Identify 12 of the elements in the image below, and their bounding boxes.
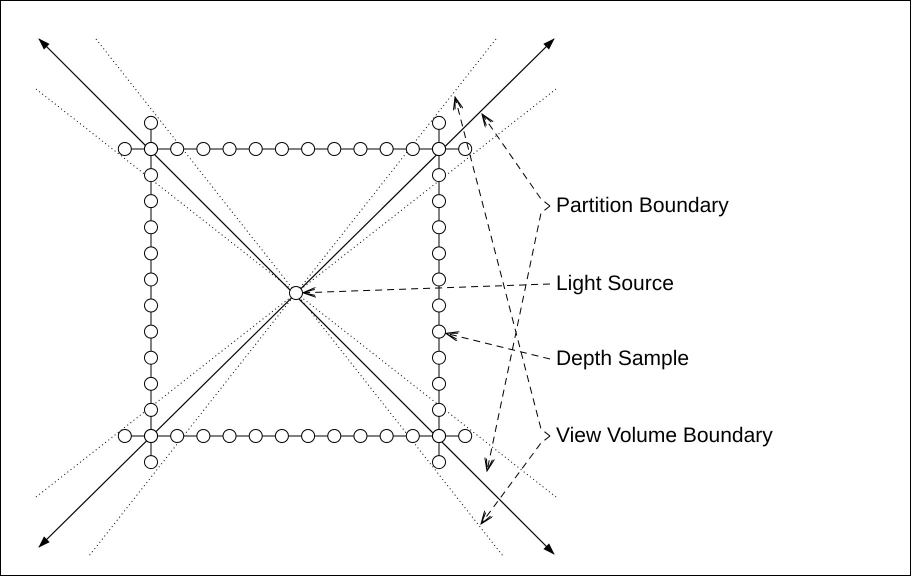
callout-label: Depth Sample <box>556 347 690 371</box>
callout-label: Partition Boundary <box>556 194 729 218</box>
leader-line <box>484 206 550 472</box>
leader-line <box>445 331 550 360</box>
callout-label: View Volume Boundary <box>556 424 773 448</box>
depth-sample-circle <box>432 324 446 339</box>
light-source-circle <box>289 286 303 300</box>
leader-line <box>302 284 550 298</box>
callout-label: Light Source <box>556 272 674 296</box>
leader-line <box>452 96 550 436</box>
leader-line <box>480 436 550 524</box>
leader-line <box>482 114 550 206</box>
